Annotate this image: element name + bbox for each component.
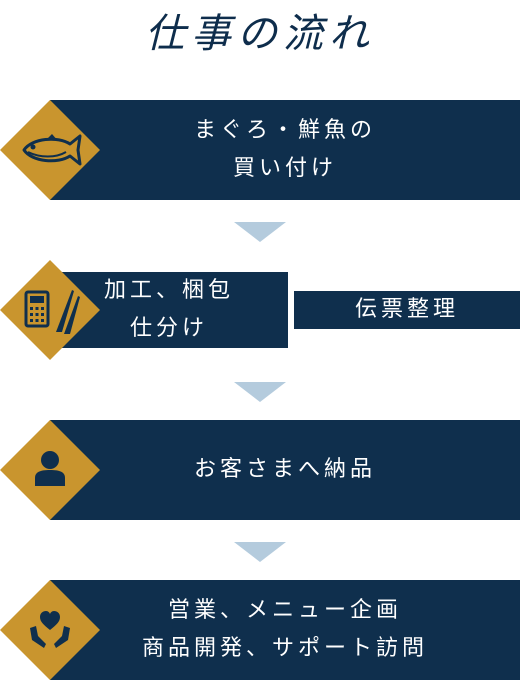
step-line-1: お客さまへ納品 bbox=[193, 457, 376, 482]
flow-step-purchase: まぐろ・鮮魚の 買い付け bbox=[0, 100, 520, 200]
flow-step-delivery: お客さまへ納品 bbox=[0, 420, 520, 520]
flow-step-processing: 加工、梱包 仕分け 伝票整理 bbox=[0, 260, 520, 360]
step-line-1: 伝票整理 bbox=[354, 297, 459, 322]
step-bar-right: 伝票整理 bbox=[294, 291, 520, 329]
page-title: 仕事の流れ bbox=[145, 11, 375, 57]
step-line-2: 仕分け bbox=[129, 316, 208, 341]
step-bar: 営業、メニュー企画 商品開発、サポート訪問 bbox=[50, 580, 520, 680]
calculator-knife-icon bbox=[0, 260, 100, 360]
step-bar: 加工、梱包 仕分け 伝票整理 bbox=[50, 260, 520, 360]
step-bar: まぐろ・鮮魚の 買い付け bbox=[50, 100, 520, 200]
flow-arrow bbox=[234, 222, 286, 242]
step-line-2: 買い付け bbox=[232, 156, 337, 181]
step-line-1: 加工、梱包 bbox=[103, 278, 234, 303]
flow-arrow bbox=[234, 382, 286, 402]
fish-icon bbox=[0, 100, 100, 200]
heart-hands-icon bbox=[0, 580, 100, 680]
flow-arrow bbox=[234, 542, 286, 562]
step-bar: お客さまへ納品 bbox=[50, 420, 520, 520]
person-icon bbox=[0, 420, 100, 520]
step-line-2: 商品開発、サポート訪問 bbox=[141, 636, 428, 661]
flow-step-sales: 営業、メニュー企画 商品開発、サポート訪問 bbox=[0, 580, 520, 680]
step-line-1: まぐろ・鮮魚の bbox=[193, 118, 376, 143]
step-line-1: 営業、メニュー企画 bbox=[167, 598, 402, 623]
